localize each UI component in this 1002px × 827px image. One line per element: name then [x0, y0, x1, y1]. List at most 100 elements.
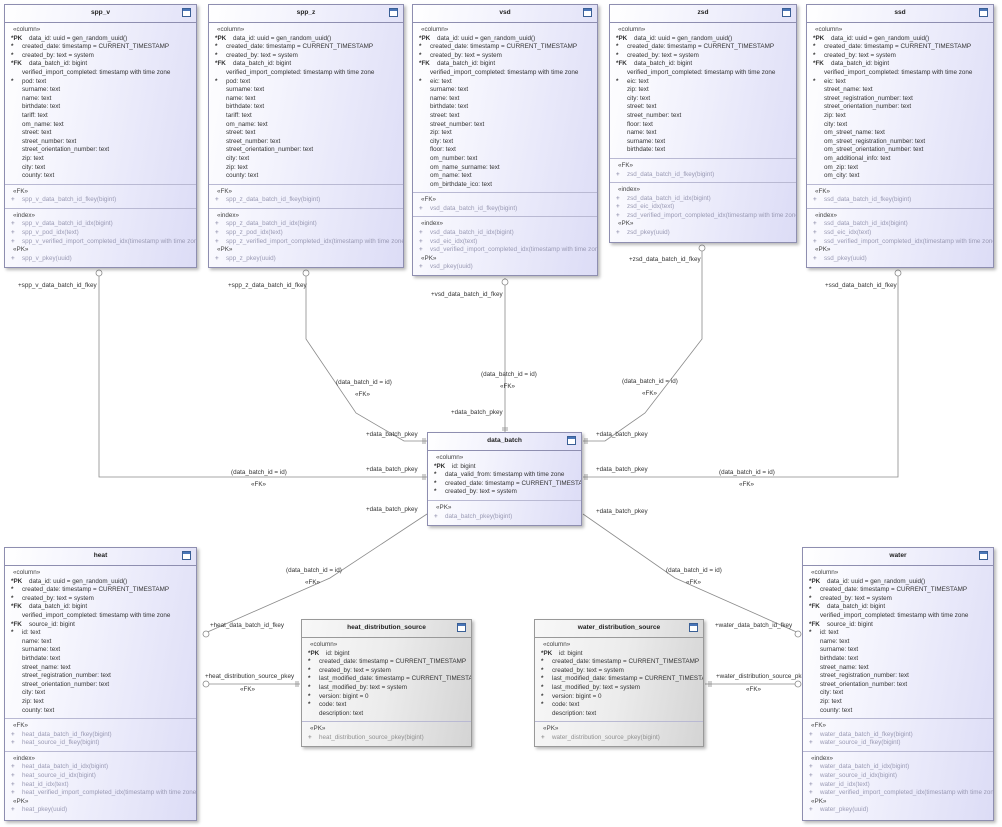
- column-row: *created_by: text = system: [215, 52, 400, 61]
- table-icon[interactable]: [583, 8, 592, 17]
- column-text: verified_import_completed: timestamp wit…: [627, 68, 776, 76]
- index-marker: +: [809, 780, 813, 788]
- column-marker: [813, 112, 824, 121]
- column-row: om_number: text: [419, 155, 594, 164]
- label-spp_v-fkey: +spp_v_data_batch_id_fkey: [18, 282, 97, 289]
- column-row: county: text: [809, 707, 990, 716]
- column-marker: *PK: [308, 649, 320, 657]
- column-marker: [809, 689, 820, 698]
- column-row: *created_date: timestamp = CURRENT_TIMES…: [215, 43, 400, 52]
- index-marker: +: [809, 763, 813, 771]
- stereotype-column: «column»: [815, 26, 843, 33]
- column-text: street_orientation_number: text: [22, 680, 110, 688]
- table-icon[interactable]: [182, 8, 191, 17]
- label-fk-water: «FK»: [686, 579, 702, 586]
- column-text: data_id: uuid = gen_random_uuid(): [634, 34, 733, 42]
- column-text: created_date: timestamp = CURRENT_TIMEST…: [226, 43, 374, 51]
- column-marker: *: [11, 586, 14, 594]
- column-text: street_orientation_number: text: [820, 680, 908, 688]
- table-icon[interactable]: [389, 8, 398, 17]
- fk-marker: +: [215, 196, 219, 204]
- edge-water-data_batch: [582, 513, 802, 635]
- index-row: +spp_v_verified_import_completed_idx(tim…: [11, 238, 196, 247]
- label-pkey-zsd: +data_batch_pkey: [596, 431, 648, 438]
- label-join-vsd: (data_batch_id = id): [481, 371, 537, 378]
- fk-marker: +: [11, 196, 15, 204]
- column-text: street_orientation_number: text: [226, 146, 314, 154]
- pk-marker: +: [419, 263, 423, 271]
- column-marker: [809, 655, 820, 664]
- index-marker: +: [813, 229, 817, 237]
- column-text: street_number: text: [627, 111, 682, 119]
- fk-row: +zsd_data_batch_id_fkey(bigint): [616, 171, 793, 180]
- column-text: om_name: text: [22, 120, 64, 128]
- pk-row: +vsd_pkey(uuid): [419, 263, 594, 272]
- table-icon[interactable]: [979, 8, 988, 17]
- column-marker: [419, 69, 430, 78]
- column-row: *eic: text: [419, 78, 594, 87]
- column-text: created_by: text = system: [22, 594, 94, 602]
- column-row: birthdate: text: [11, 655, 193, 664]
- entity-title: data_batch: [487, 437, 522, 445]
- table-icon[interactable]: [782, 8, 791, 17]
- column-row: zip: text: [11, 155, 193, 164]
- index-text: ssd_data_batch_id_idx(bigint): [824, 220, 908, 228]
- column-text: birthdate: text: [22, 103, 61, 111]
- index-row: +zsd_verified_import_completed_idx(times…: [616, 212, 796, 221]
- column-text: description: text: [319, 709, 364, 717]
- column-text: street_name: text: [824, 86, 873, 94]
- fk-text: ssd_data_batch_id_fkey(bigint): [824, 196, 912, 204]
- column-marker: [11, 69, 22, 78]
- column-text: created_by: text = system: [824, 51, 896, 59]
- table-icon[interactable]: [182, 551, 191, 560]
- column-marker: *: [308, 701, 311, 709]
- column-text: surname: text: [22, 86, 61, 94]
- index-text: ssd_eic_idx(text): [824, 229, 872, 237]
- column-marker: [809, 672, 820, 681]
- column-text: created_date: timestamp = CURRENT_TIMEST…: [820, 586, 968, 594]
- column-row: *created_by: text = system: [434, 488, 578, 497]
- section-pk: «PK»+data_batch_pkey(bigint): [428, 499, 581, 524]
- edge-zsd-data_batch: [583, 245, 703, 442]
- column-row: verified_import_completed: timestamp wit…: [11, 612, 193, 621]
- edge-heat-data_batch: [202, 513, 428, 635]
- column-row: *created_by: text = system: [813, 52, 990, 61]
- column-row: verified_import_completed: timestamp wit…: [616, 69, 793, 78]
- column-row: street_number: text: [419, 121, 594, 130]
- column-text: street_orientation_number: text: [22, 146, 110, 154]
- column-marker: [813, 69, 824, 78]
- table-icon[interactable]: [457, 623, 466, 632]
- column-text: created_by: text = system: [627, 51, 699, 59]
- table-icon[interactable]: [689, 623, 698, 632]
- column-marker: *: [11, 77, 14, 85]
- table-icon[interactable]: [979, 551, 988, 560]
- pk-text: zsd_pkey(uuid): [627, 229, 670, 237]
- column-marker: [616, 129, 627, 138]
- fk-text: heat_source_id_fkey(bigint): [22, 739, 100, 747]
- pk-marker: +: [11, 806, 15, 814]
- stereotype-column: «column»: [217, 26, 245, 33]
- label-fk-heat-source: «FK»: [240, 686, 256, 693]
- column-row: *created_date: timestamp = CURRENT_TIMES…: [813, 43, 990, 52]
- fk-text: heat_data_batch_id_fkey(bigint): [22, 730, 112, 738]
- column-text: zip: text: [22, 697, 44, 705]
- column-text: zip: text: [627, 86, 649, 94]
- table-icon[interactable]: [567, 436, 576, 445]
- column-text: street_name: text: [820, 663, 869, 671]
- column-row: verified_import_completed: timestamp wit…: [215, 69, 400, 78]
- column-marker: *FK: [419, 60, 430, 68]
- column-row: *created_by: text = system: [419, 52, 594, 61]
